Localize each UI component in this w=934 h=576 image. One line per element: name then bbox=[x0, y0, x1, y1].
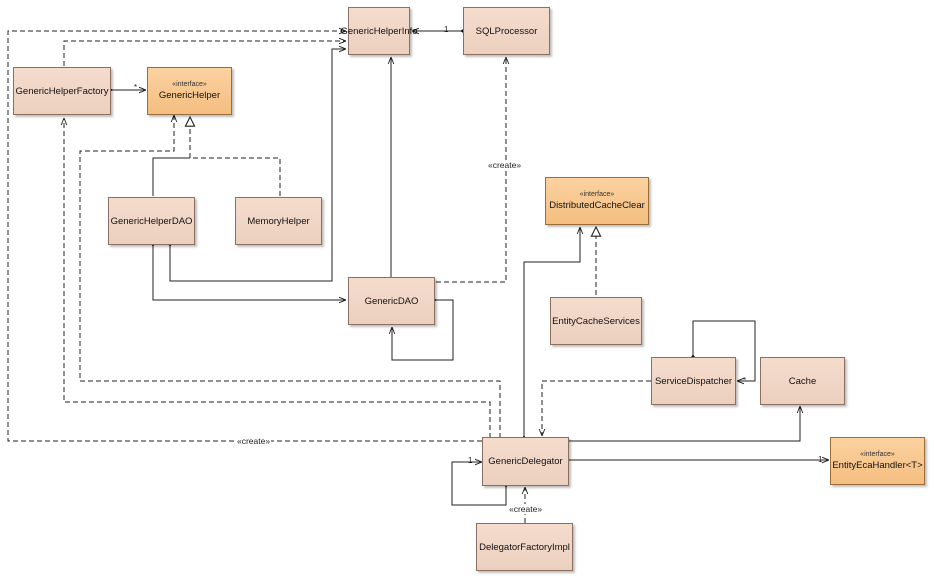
class-generic-helper-info[interactable]: GenericHelperInfo bbox=[340, 7, 418, 55]
class-name: DistributedCacheClear bbox=[549, 200, 645, 211]
create-label-factory-impl: «create» bbox=[508, 504, 544, 514]
class-name: Cache bbox=[788, 375, 817, 387]
dependency-delegator-to-helper-factory bbox=[64, 118, 491, 438]
class-name: ServiceDispatcher bbox=[654, 375, 733, 387]
interface-distributed-cache-clear[interactable]: «interface» DistributedCacheClear bbox=[545, 177, 649, 225]
realization-memory-helper bbox=[190, 157, 281, 196]
realization-dao-helper bbox=[152, 157, 190, 196]
multiplicity-delegator-self: 1 bbox=[468, 456, 473, 465]
class-name: GenericHelper bbox=[158, 90, 221, 101]
stereotype-label: «interface» bbox=[579, 191, 615, 198]
association-dispatcher-self bbox=[693, 320, 756, 381]
dependency-delegator-to-generic-helper bbox=[79, 115, 501, 438]
interface-entity-eca-handler[interactable]: «interface» EntityEcaHandler<T> bbox=[830, 437, 925, 485]
class-name: GenericHelperDAO bbox=[110, 215, 193, 227]
dependency-dispatcher-to-delegator bbox=[542, 380, 651, 436]
class-name: DelegatorFactoryImpl bbox=[479, 541, 570, 553]
class-name: GenericHelperInfo bbox=[340, 25, 418, 37]
class-name: GenericDelegator bbox=[488, 456, 563, 467]
create-label-sql: «create» bbox=[487, 160, 523, 170]
multiplicity-factory-helper: * bbox=[134, 83, 138, 92]
class-name: EntityEcaHandler<T> bbox=[832, 460, 923, 471]
association-helperdao-dao bbox=[153, 246, 346, 300]
dependency-factory-to-helper-info bbox=[63, 41, 346, 66]
multiplicity-delegator-eca: 1 bbox=[818, 455, 823, 464]
class-service-dispatcher[interactable]: ServiceDispatcher bbox=[651, 357, 736, 405]
class-memory-helper[interactable]: MemoryHelper bbox=[235, 197, 322, 245]
class-generic-helper-dao[interactable]: GenericHelperDAO bbox=[108, 197, 195, 245]
create-dependency-dao-to-sql-processor bbox=[436, 57, 506, 283]
class-sql-processor[interactable]: SQLProcessor bbox=[463, 7, 550, 55]
class-name: EntityCacheServices bbox=[552, 315, 640, 327]
class-generic-helper-factory[interactable]: GenericHelperFactory bbox=[13, 67, 111, 115]
association-delegator-cache-clear bbox=[524, 227, 580, 436]
class-delegator-factory-impl[interactable]: DelegatorFactoryImpl bbox=[476, 523, 573, 571]
create-label-bottom: «create» bbox=[236, 436, 272, 446]
association-delegator-self bbox=[451, 462, 506, 506]
association-delegator-dispatcher bbox=[569, 406, 800, 441]
class-generic-delegator[interactable]: GenericDelegator bbox=[482, 437, 569, 486]
class-name: SQLProcessor bbox=[475, 25, 538, 37]
interface-generic-helper[interactable]: «interface» GenericHelper bbox=[147, 67, 232, 115]
multiplicity-dispatcher-delegator: * bbox=[743, 376, 747, 385]
class-name: MemoryHelper bbox=[247, 215, 310, 227]
class-entity-cache-services[interactable]: EntityCacheServices bbox=[550, 297, 642, 345]
stereotype-label: «interface» bbox=[860, 451, 895, 458]
class-generic-dao[interactable]: GenericDAO bbox=[348, 277, 435, 325]
multiplicity-info-sql: 1 bbox=[444, 25, 449, 34]
association-dao-self bbox=[392, 300, 454, 361]
class-cache[interactable]: Cache bbox=[760, 357, 845, 405]
class-name: GenericHelperFactory bbox=[15, 85, 109, 97]
stereotype-label: «interface» bbox=[172, 81, 207, 88]
class-name: GenericDAO bbox=[364, 295, 419, 307]
